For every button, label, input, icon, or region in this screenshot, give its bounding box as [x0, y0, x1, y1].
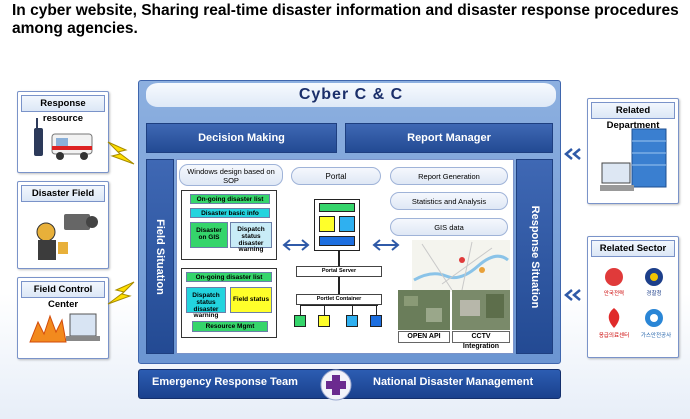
- top-window: On-going disaster list Disaster basic in…: [181, 190, 277, 260]
- connector-line: [338, 277, 340, 294]
- bottom-window: On-going disaster list Dispatch status d…: [181, 268, 277, 338]
- sector-label: 안국전력: [603, 291, 625, 297]
- radio-and-fire-truck-icon: [34, 118, 93, 160]
- decision-making-bar: Decision Making: [146, 123, 337, 153]
- building-and-computer-icon: [600, 128, 667, 191]
- kepco-logo-icon: [605, 268, 623, 286]
- bidirectional-arrow-icon: [282, 239, 310, 251]
- sector-label: 응급의료센터: [598, 333, 630, 339]
- connector-line: [300, 305, 301, 315]
- open-api-label: OPEN API: [398, 331, 450, 343]
- lightning-bolt-icon: [107, 281, 135, 305]
- statistics-analysis-pill: Statistics and Analysis: [390, 192, 508, 210]
- portlet-block: [319, 236, 355, 246]
- report-manager-bar: Report Manager: [345, 123, 553, 153]
- cctv-integration-label: CCTV Integration: [452, 331, 510, 350]
- response-situation-label: Response Situation: [528, 205, 541, 308]
- portlet-block: [319, 203, 355, 212]
- bidirectional-arrow-icon: [372, 239, 400, 251]
- police-logo-icon: [645, 268, 663, 286]
- connector-line: [352, 305, 353, 315]
- portal-window: [314, 199, 360, 251]
- sector-label: 가스안전공사: [640, 333, 672, 339]
- dispatch-warning-cell: Dispatch status disaster warning: [230, 222, 272, 253]
- disaster-on-gis-cell: Disaster on GIS: [190, 222, 228, 248]
- portal-server-box: Portal Server: [296, 266, 382, 277]
- header-text: In cyber website, Sharing real-time disa…: [12, 2, 679, 37]
- response-resource-label: Response resource: [21, 95, 105, 124]
- field-situation-label: Field Situation: [154, 218, 166, 295]
- disaster-field-label: Disaster Field: [21, 185, 105, 202]
- disaster-basic-info-cell: Disaster basic info: [190, 208, 270, 218]
- double-chevron-left-icon: [564, 148, 581, 160]
- cyber-cc-title: Cyber C & C: [146, 83, 556, 107]
- map-image: [412, 240, 510, 292]
- portlet-container-box: Portlet Container: [296, 294, 382, 305]
- ongoing-disaster-cell: On-going disaster list: [186, 272, 272, 282]
- related-sector-label: Related Sector: [591, 240, 675, 257]
- connector-line: [324, 305, 325, 315]
- laptop-with-fire-icon: [29, 313, 100, 343]
- gis-data-pill: GIS data: [390, 218, 508, 236]
- sector-label: 경찰청: [646, 291, 662, 297]
- portlet-block: [318, 315, 330, 327]
- response-situation-bar: Response Situation: [516, 159, 553, 354]
- dispatch-warning-cell: Dispatch status disaster warning: [186, 287, 226, 319]
- field-control-center-label: Field Control Center: [21, 281, 105, 310]
- related-department-label: Related Department: [591, 102, 675, 131]
- cctv-photo-image: [452, 290, 510, 330]
- field-situation-bar: Field Situation: [146, 159, 174, 354]
- portlet-block: [339, 216, 355, 232]
- ongoing-disaster-cell: On-going disaster list: [190, 194, 270, 204]
- portal-label: Portal: [291, 167, 381, 185]
- lightning-bolt-icon: [107, 141, 135, 165]
- connector-line: [338, 251, 340, 266]
- emergency-center-logo-icon: [608, 308, 620, 328]
- report-generation-pill: Report Generation: [390, 167, 508, 185]
- plus-icon: [320, 369, 352, 401]
- portlet-block: [294, 315, 306, 327]
- satellite-photo-image: [398, 290, 450, 330]
- double-chevron-left-icon: [564, 289, 581, 301]
- response-resource-card: Response resource: [17, 91, 109, 173]
- connector-line: [300, 305, 378, 306]
- field-control-center-card: Field Control Center: [17, 277, 109, 359]
- windows-design-label: Windows design based on SOP: [179, 164, 283, 186]
- related-department-card: Related Department: [587, 98, 679, 204]
- related-sector-card: Related Sector 안국전력 경찰청 응급의료센터 가스안전공사: [587, 236, 679, 358]
- national-disaster-management-label: National Disaster Management: [373, 376, 534, 388]
- emergency-response-team-label: Emergency Response Team: [152, 376, 298, 388]
- field-status-cell: Field status: [230, 287, 272, 313]
- camcorder-and-firefighter-icon: [36, 214, 98, 260]
- portlet-block: [319, 216, 335, 232]
- disaster-field-card: Disaster Field: [17, 181, 109, 269]
- portlet-block: [370, 315, 382, 327]
- connector-line: [376, 305, 377, 315]
- resource-mgmt-cell: Resource Mgmt: [192, 321, 268, 332]
- portlet-block: [346, 315, 358, 327]
- gas-safety-logo-icon: [645, 309, 663, 327]
